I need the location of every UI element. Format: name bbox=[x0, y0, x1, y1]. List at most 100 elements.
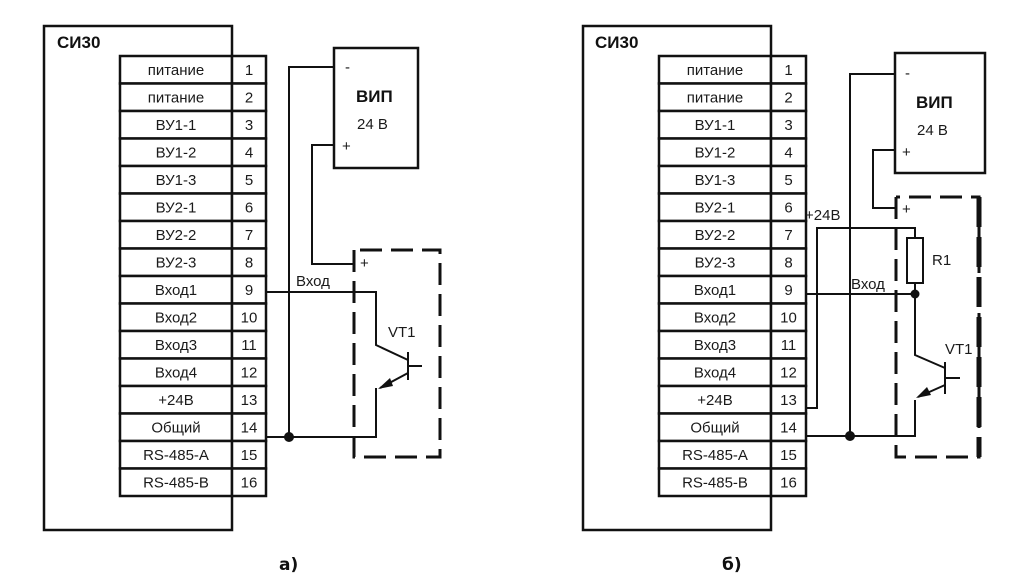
terminal-number: 8 bbox=[784, 255, 792, 272]
terminal-number-cell bbox=[769, 219, 808, 250]
psu-box bbox=[332, 46, 420, 170]
terminal-number: 11 bbox=[781, 337, 797, 354]
wire-common bbox=[806, 400, 916, 437]
terminal-number-cell bbox=[230, 439, 268, 470]
terminal-label-cell bbox=[657, 467, 773, 498]
terminal-number-cell bbox=[769, 164, 808, 195]
terminal-label: ВУ1-2 bbox=[695, 145, 736, 162]
terminal-label: ВУ1-3 bbox=[695, 172, 736, 189]
terminal-number-cell bbox=[230, 467, 268, 498]
terminal-number: 6 bbox=[245, 200, 253, 217]
wire-psu-minus-to-common bbox=[288, 66, 334, 437]
terminal-row: ВУ1-3 5 bbox=[657, 164, 808, 195]
terminal-number: 4 bbox=[784, 145, 792, 162]
terminal-label: питание bbox=[687, 62, 744, 79]
terminal-number: 16 bbox=[780, 475, 797, 492]
terminal-label: RS-485-A bbox=[682, 447, 748, 464]
terminal-label-cell bbox=[118, 247, 234, 278]
terminal-number: 12 bbox=[780, 365, 797, 382]
wire-resistor-to-collector bbox=[914, 283, 946, 369]
terminal-label: Вход2 bbox=[155, 310, 197, 327]
terminal-label-cell bbox=[657, 247, 773, 278]
wire-input-signal bbox=[266, 291, 409, 361]
terminal-label: ВУ2-3 bbox=[695, 255, 736, 272]
sensor-plus-label: + bbox=[360, 255, 369, 272]
terminal-label: ВУ2-1 bbox=[695, 200, 736, 217]
transistor-label: VT1 bbox=[388, 324, 416, 341]
junction-dot bbox=[284, 432, 294, 442]
sensor-dashed-box bbox=[894, 195, 981, 459]
transistor-vt1-icon bbox=[378, 352, 422, 389]
terminal-number: 13 bbox=[241, 392, 258, 409]
terminal-number: 12 bbox=[241, 365, 258, 382]
terminal-label: RS-485-B bbox=[143, 475, 209, 492]
junction-dot bbox=[845, 431, 855, 441]
resistor-label: R1 bbox=[932, 252, 951, 269]
terminal-label: ВУ1-2 bbox=[156, 145, 197, 162]
terminal-label: ВУ2-3 bbox=[156, 255, 197, 272]
terminal-number: 7 bbox=[784, 227, 792, 244]
terminal-label: питание bbox=[148, 90, 205, 107]
terminal-number-cell bbox=[769, 329, 808, 360]
psu-box bbox=[893, 51, 987, 175]
terminal-label: Вход1 bbox=[694, 282, 736, 299]
terminal-number-cell bbox=[230, 384, 268, 415]
terminal-label: Вход1 bbox=[155, 282, 197, 299]
sensor-plus-label: + bbox=[902, 201, 911, 218]
wire-common bbox=[266, 388, 377, 438]
terminal-number-cell bbox=[230, 329, 268, 360]
terminal-row: RS-485-B 16 bbox=[118, 467, 268, 498]
terminal-number: 5 bbox=[784, 172, 792, 189]
terminal-label-cell bbox=[657, 82, 773, 113]
terminal-number: 10 bbox=[780, 310, 797, 327]
terminal-row: питание 1 bbox=[657, 54, 808, 85]
terminal-number: 9 bbox=[784, 282, 792, 299]
terminal-number: 1 bbox=[784, 62, 792, 79]
terminal-label: Общий bbox=[690, 420, 739, 437]
terminal-number: 4 bbox=[245, 145, 253, 162]
terminal-number: 3 bbox=[784, 117, 792, 134]
terminal-label: RS-485-A bbox=[143, 447, 209, 464]
terminal-label-cell bbox=[118, 302, 234, 333]
psu-minus-label: - bbox=[345, 59, 350, 76]
terminal-number-cell bbox=[769, 137, 808, 168]
terminal-row: ВУ2-1 6 bbox=[118, 192, 268, 223]
junction-dot bbox=[910, 289, 920, 299]
terminal-label-cell bbox=[657, 384, 773, 415]
terminal-label: Общий bbox=[151, 420, 200, 437]
terminal-number-cell bbox=[230, 247, 268, 278]
terminal-label: ВУ2-2 bbox=[156, 227, 197, 244]
terminal-label: Вход2 bbox=[694, 310, 736, 327]
terminal-row: Вход2 10 bbox=[657, 302, 808, 333]
terminal-label: питание bbox=[148, 62, 205, 79]
terminal-row: ВУ2-3 8 bbox=[657, 247, 808, 278]
input-label: Вход bbox=[851, 276, 885, 293]
psu-minus-label: - bbox=[905, 65, 910, 82]
device-title: СИ30 bbox=[57, 33, 100, 52]
terminal-number: 16 bbox=[241, 475, 258, 492]
terminal-label: ВУ2-1 bbox=[156, 200, 197, 217]
terminal-label: RS-485-B bbox=[682, 475, 748, 492]
terminal-number: 13 bbox=[780, 392, 797, 409]
terminal-number-cell bbox=[230, 412, 268, 443]
caption-b: б) bbox=[722, 555, 742, 575]
psu-title: ВИП bbox=[356, 87, 393, 106]
psu-plus-label: + bbox=[902, 144, 911, 161]
terminal-number: 14 bbox=[780, 420, 797, 437]
